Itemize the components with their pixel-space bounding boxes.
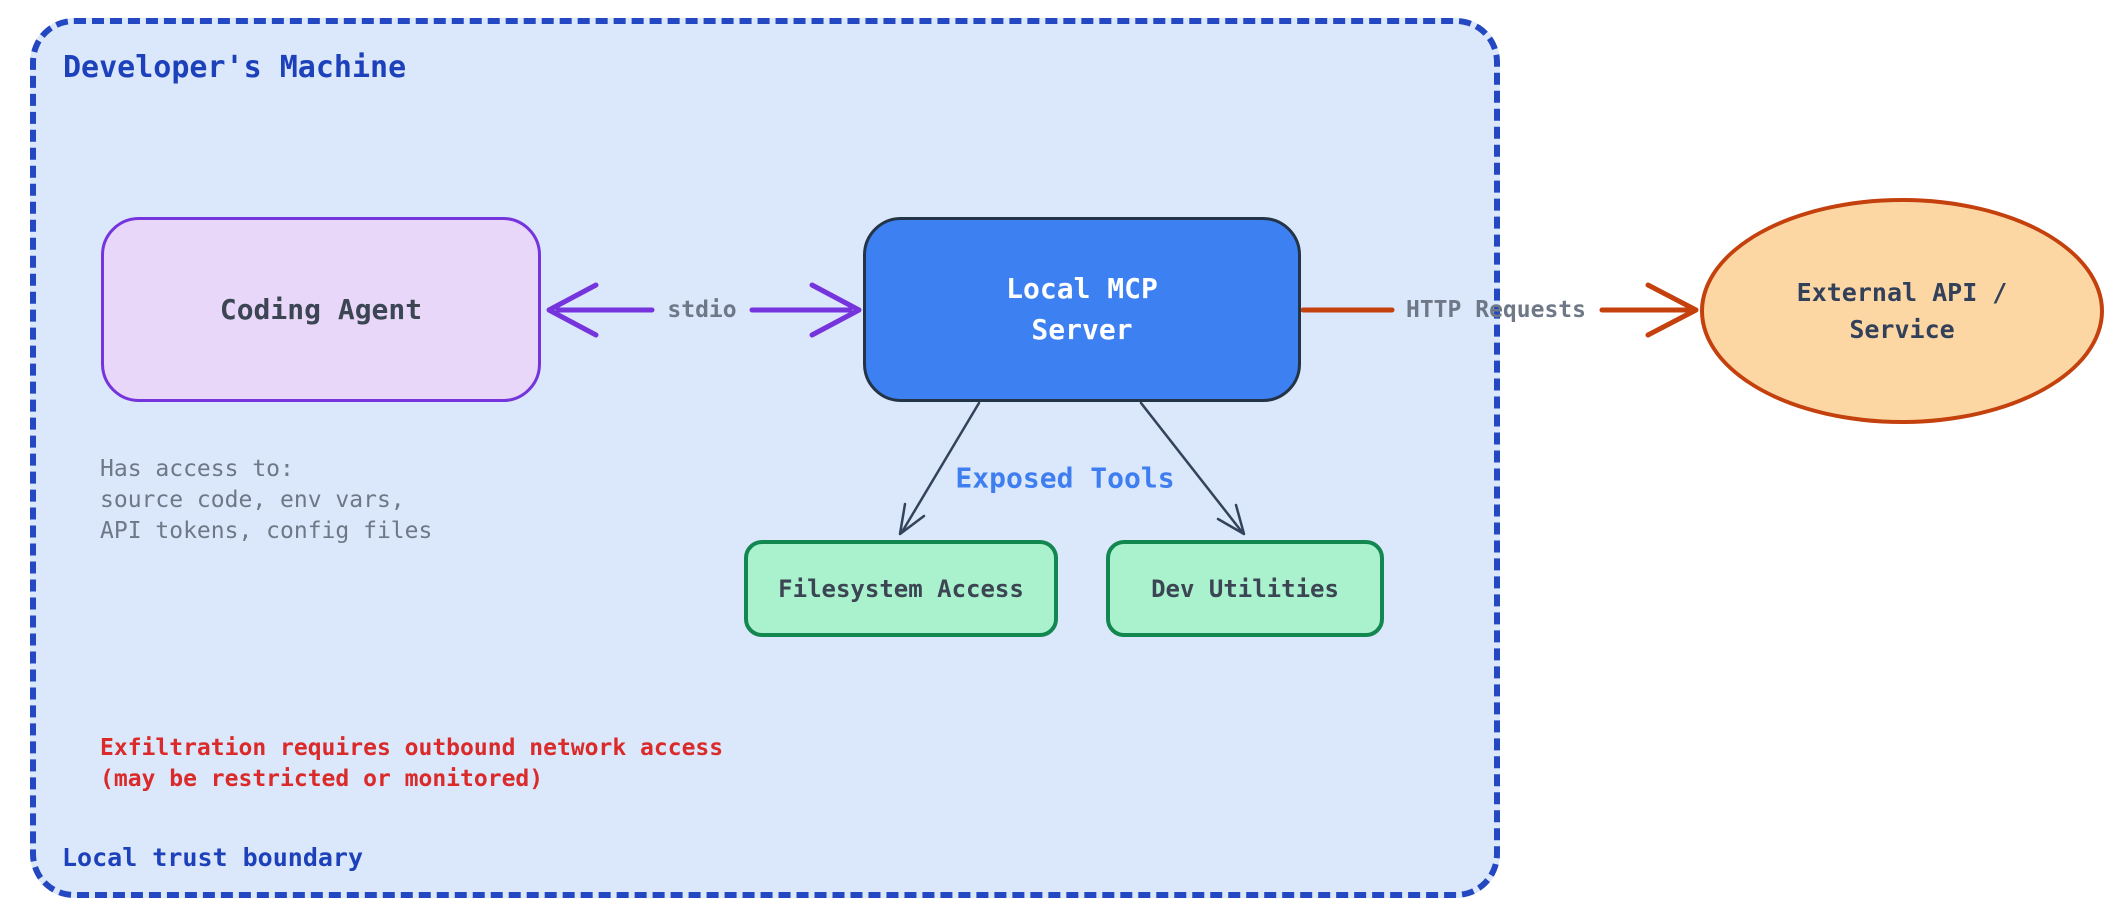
access-note: Has access to: source code, env vars, AP… xyxy=(100,454,432,547)
external-api-label-line1: External API / xyxy=(1796,277,2008,307)
node-external-api-service: External API / Service xyxy=(1700,198,2104,424)
http-requests-edge-label: HTTP Requests xyxy=(1405,297,1587,323)
mcp-server-label-line2: Server xyxy=(1031,312,1133,346)
node-coding-agent: Coding Agent xyxy=(101,217,541,402)
mcp-server-label-line1: Local MCP xyxy=(1006,271,1158,305)
external-api-label-line2: Service xyxy=(1849,315,1955,344)
filesystem-access-label: Filesystem Access xyxy=(778,574,1024,603)
coding-agent-label: Coding Agent xyxy=(219,293,423,326)
node-filesystem-access: Filesystem Access xyxy=(744,540,1058,637)
stdio-edge-label: stdio xyxy=(667,297,737,323)
warning-note-line1: Exfiltration requires outbound network a… xyxy=(100,735,724,761)
boundary-footer-label: Local trust boundary xyxy=(62,843,364,872)
node-local-mcp-server: Local MCP Server xyxy=(863,217,1301,402)
access-note-line1: Has access to: xyxy=(100,456,294,482)
trust-boundary-box xyxy=(30,18,1500,898)
warning-note-line2: (may be restricted or monitored) xyxy=(100,766,544,792)
boundary-title: Developer's Machine xyxy=(63,50,407,85)
http-arrowhead xyxy=(1645,282,1699,338)
dev-utilities-label: Dev Utilities xyxy=(1151,574,1339,603)
exfiltration-warning-note: Exfiltration requires outbound network a… xyxy=(100,733,723,795)
access-note-line3: API tokens, config files xyxy=(100,518,433,544)
exposed-tools-label: Exposed Tools xyxy=(955,461,1175,495)
node-dev-utilities: Dev Utilities xyxy=(1106,540,1384,637)
access-note-line2: source code, env vars, xyxy=(100,487,405,513)
